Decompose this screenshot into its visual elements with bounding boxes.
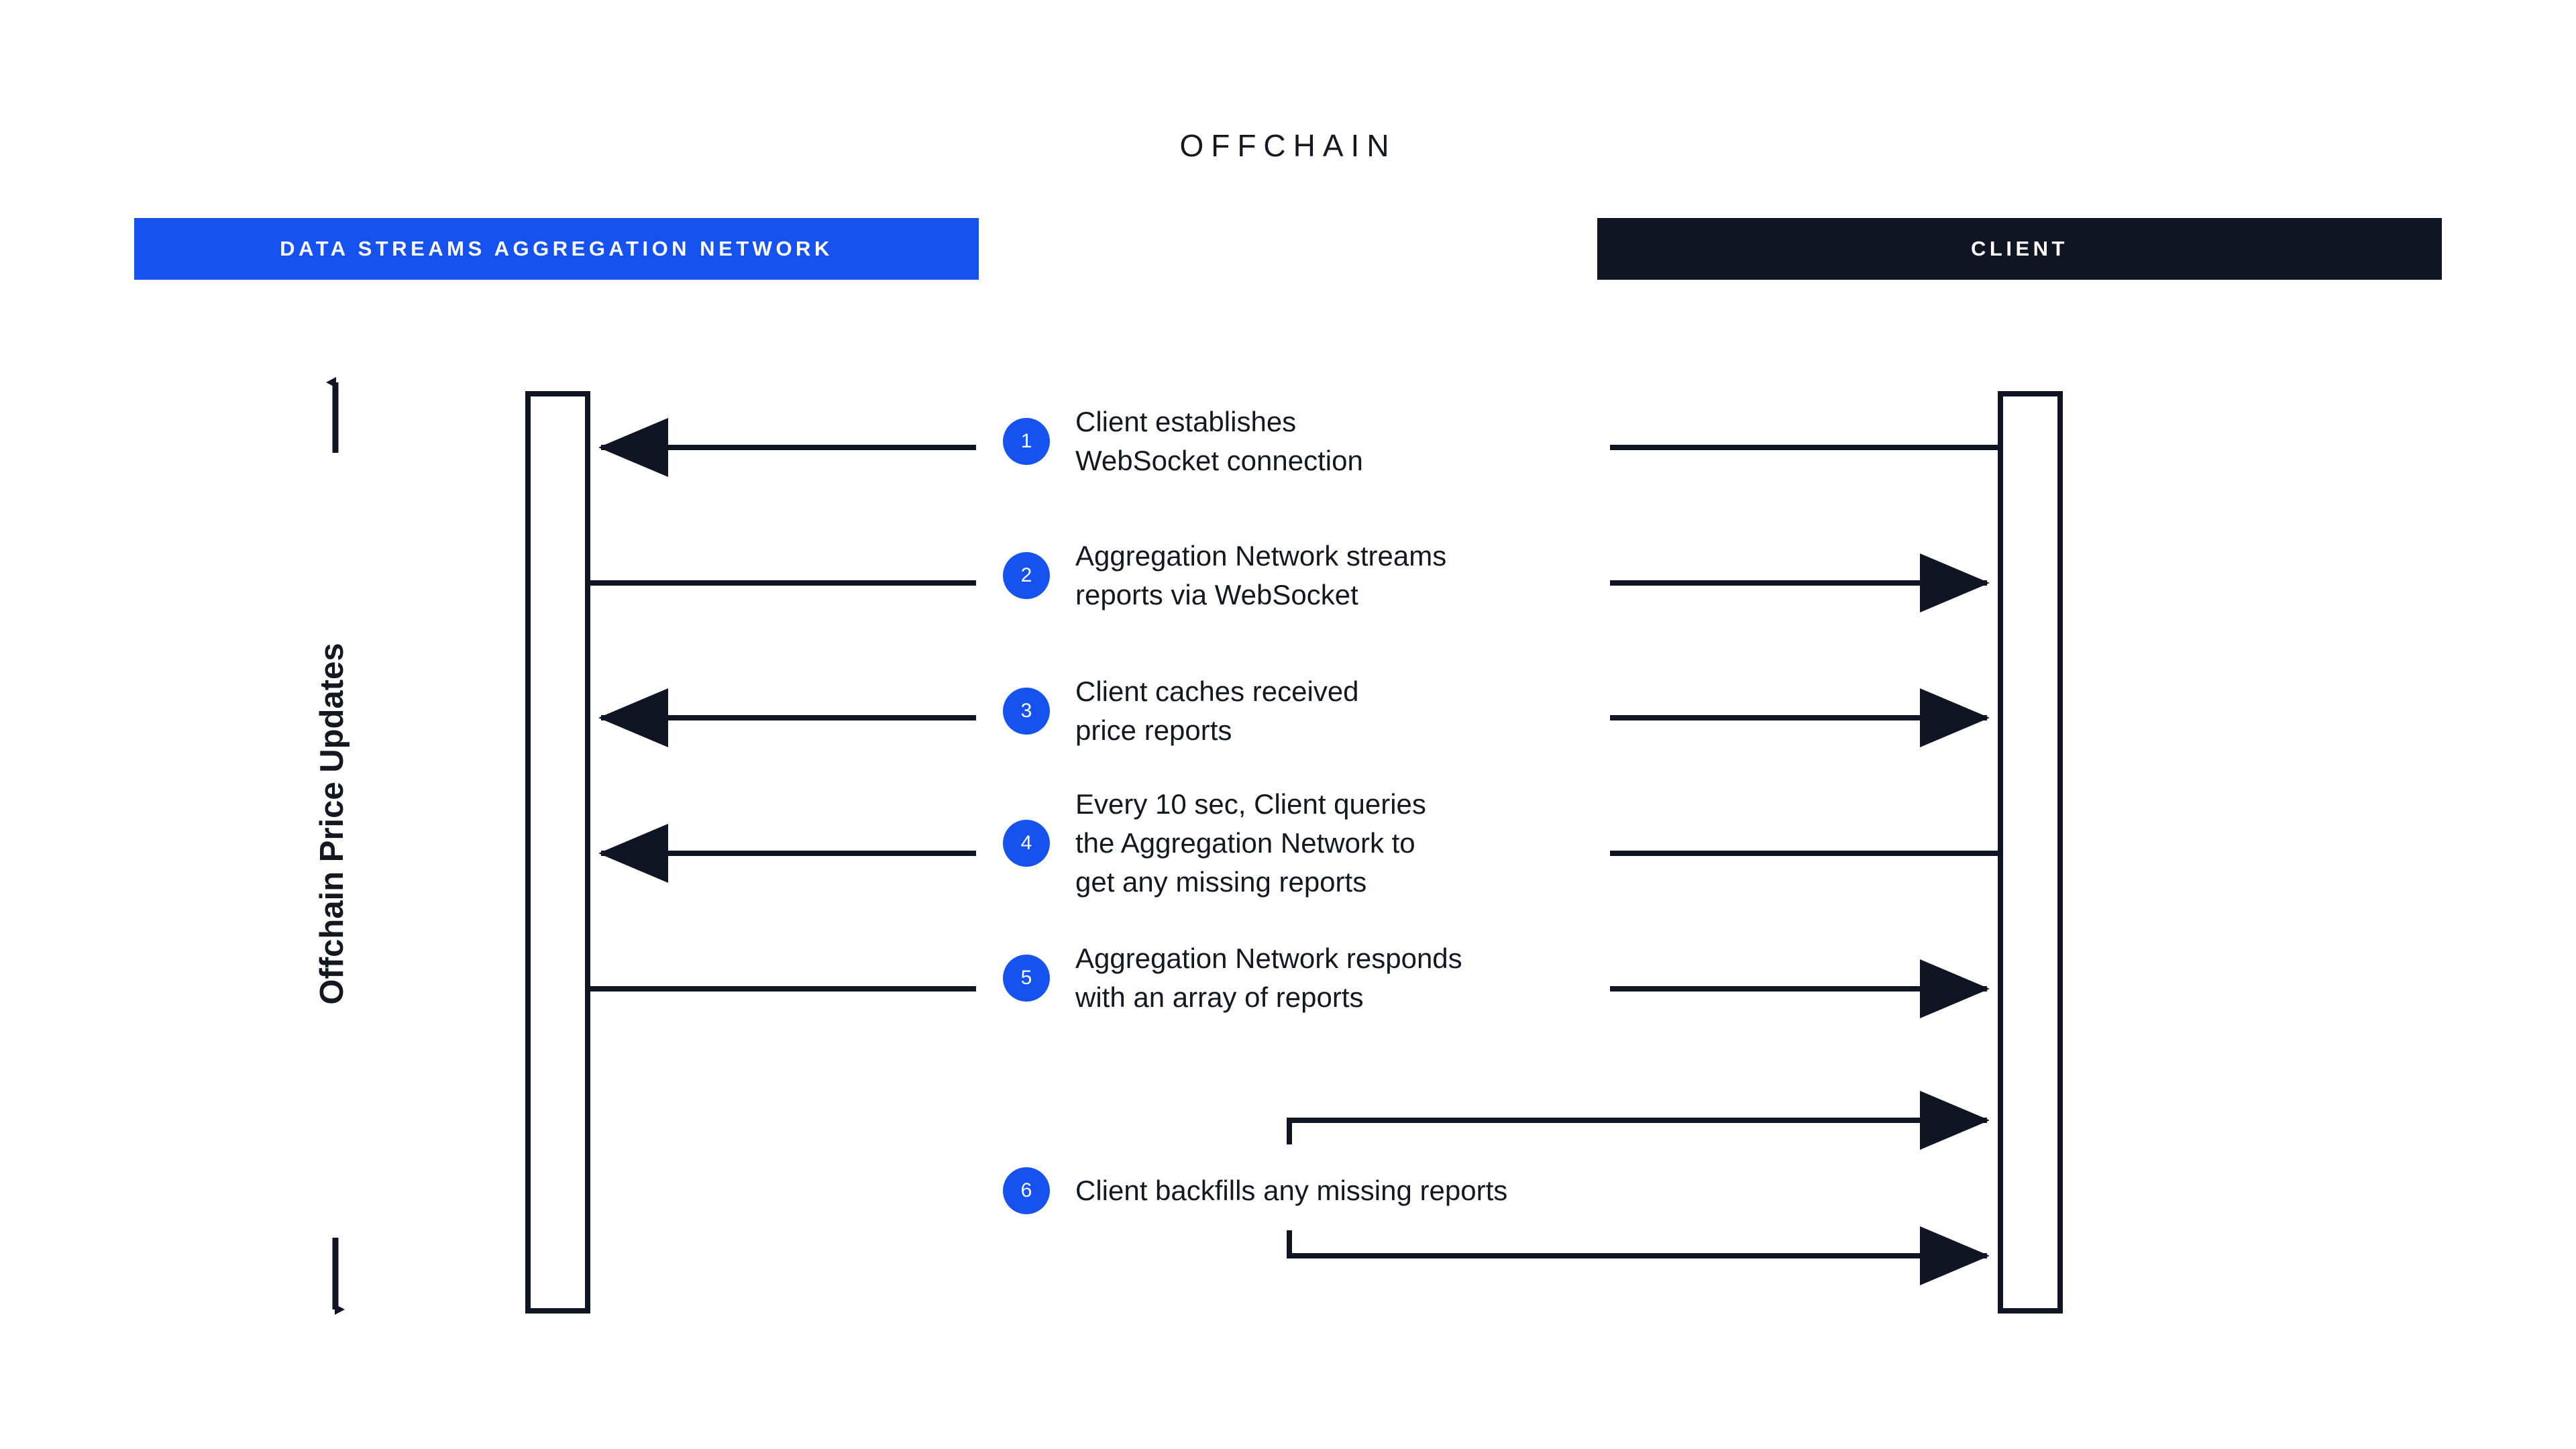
step-item-2: 2 Aggregation Network streams reports vi…: [1003, 537, 1446, 614]
step-item-3: 3 Client caches received price reports: [1003, 672, 1359, 750]
step-text-3: Client caches received price reports: [1075, 676, 1359, 746]
step-text-4: Every 10 sec, Client queries the Aggrega…: [1075, 788, 1426, 898]
lifeline-client: [1998, 391, 2063, 1313]
page-title: OFFCHAIN: [1179, 128, 1397, 163]
step-item-1: 1 Client establishes WebSocket connectio…: [1003, 402, 1363, 480]
step-badge-1: 1: [1003, 417, 1050, 465]
step-text-5: Aggregation Network responds with an arr…: [1075, 943, 1462, 1013]
step-text-1: Client establishes WebSocket connection: [1075, 406, 1363, 476]
step-badge-5: 5: [1003, 954, 1050, 1002]
lifeline-aggregation-network: [525, 391, 590, 1313]
step-text-2: Aggregation Network streams reports via …: [1075, 540, 1447, 610]
axis-double-arrow-icon: [326, 377, 345, 1315]
lane-header-aggregation-network: DATA STREAMS AGGREGATION NETWORK: [134, 218, 979, 280]
step-badge-3: 3: [1003, 687, 1050, 735]
step-text-6: Client backfills any missing reports: [1075, 1175, 1508, 1207]
offchain-price-updates-axis: Offchain Price Updates: [282, 376, 389, 1315]
step-badge-2: 2: [1003, 551, 1050, 599]
step-item-4: 4 Every 10 sec, Client queries the Aggre…: [1003, 785, 1426, 902]
step-item-6: 6 Client backfills any missing reports: [1003, 1167, 1507, 1214]
step-item-5: 5 Aggregation Network responds with an a…: [1003, 939, 1462, 1017]
lane-header-client: CLIENT: [1597, 218, 2442, 280]
step-badge-6: 6: [1003, 1167, 1050, 1214]
axis-label-offchain-price-updates: Offchain Price Updates: [314, 643, 350, 1005]
step-badge-4: 4: [1003, 819, 1050, 867]
